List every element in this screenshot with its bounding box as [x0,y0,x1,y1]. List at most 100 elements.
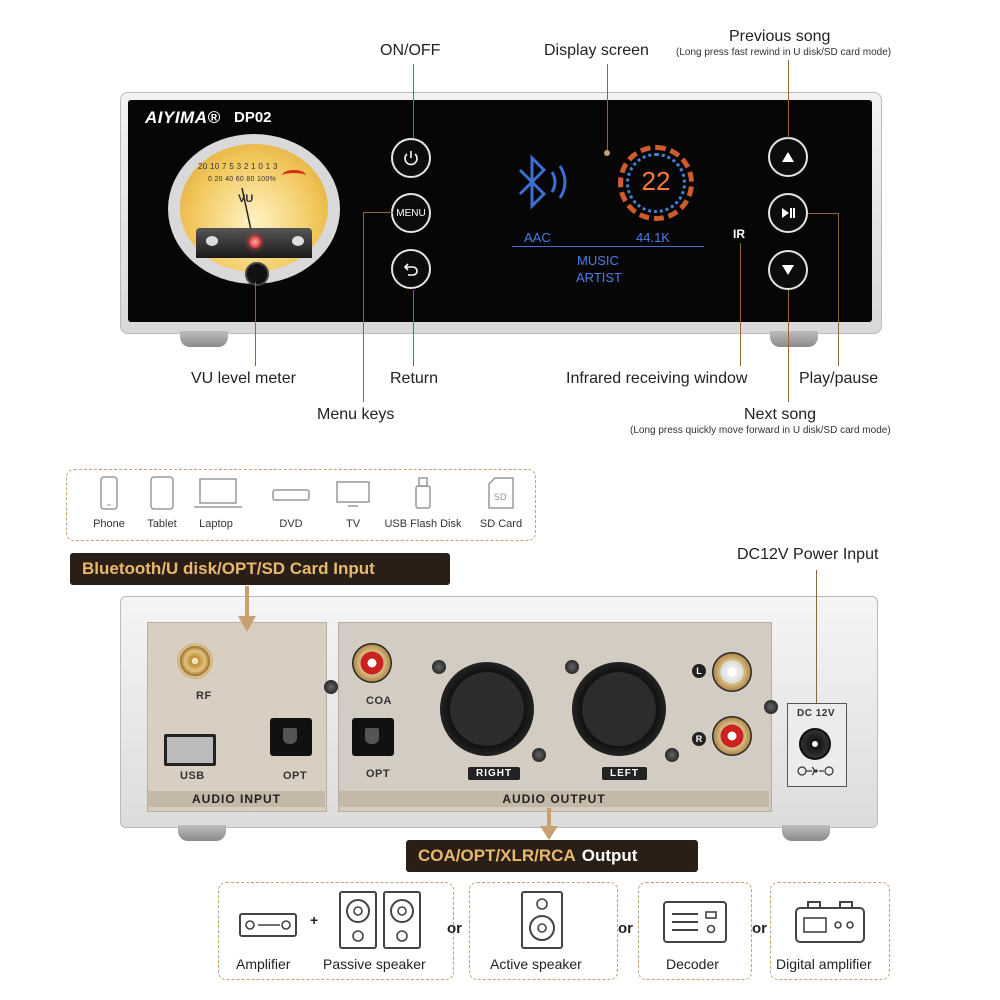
vu-adjust-knob[interactable] [245,262,269,286]
codec-label: AAC [524,230,551,245]
amplifier-icon [239,913,297,937]
brand-logo: AIYIMA® [145,108,221,127]
play-pause-icon [782,208,795,218]
dc-polarity-icon [797,766,834,776]
amplifier-label: Amplifier [236,956,291,972]
sample-rate-label: 44.1K [636,230,670,245]
or-separator: or [752,920,767,937]
label-previous-song-note: (Long press fast rewind in U disk/SD car… [676,47,892,58]
callout-line-onoff [413,64,414,138]
label-display-screen: Display screen [544,42,649,59]
vu-scale-top: 20 10 7 5 3 2 1 0 1 3 [198,162,278,171]
output-amplifier-box [218,882,454,980]
label-vu-meter: VU level meter [191,370,296,387]
xlr-right-label: RIGHT [468,767,521,780]
source-phone-label: Phone [93,518,125,530]
power-button[interactable] [391,138,431,178]
dc-power-jack[interactable] [799,728,831,760]
play-pause-button[interactable] [768,193,808,233]
output-decoder-box [638,882,752,980]
tv-icon [336,481,370,507]
source-usb-flash: USB Flash Disk [381,476,465,530]
track-title: MUSIC [577,253,619,268]
tablet-icon [150,476,174,510]
usb-port[interactable] [164,734,216,766]
vu-screw-icon [206,236,218,246]
dc-label: DC 12V [797,708,836,719]
callout-line-menu-h [363,212,393,213]
return-button[interactable] [391,249,431,289]
next-song-button[interactable] [768,250,808,290]
coaxial-output-port[interactable] [352,643,392,683]
source-sd-card: SD SD Card [478,476,524,530]
or-separator: or [618,920,633,937]
output-banner-suffix: Output [581,846,638,865]
source-tv-label: TV [345,518,361,530]
rca-left-output[interactable] [712,652,752,692]
usb-flash-icon [415,477,431,509]
audio-input-panel [147,622,327,812]
input-banner-text: Bluetooth/U disk/OPT/SD Card Input [82,559,375,578]
callout-line-previous [788,60,789,138]
back-foot-left [178,825,226,841]
opt-out-label: OPT [366,768,391,780]
source-tv: TV [334,476,372,530]
volume-value: 22 [641,166,671,196]
plus-sign: + [310,912,319,928]
optical-input-port[interactable] [270,718,312,756]
audio-output-panel [338,622,772,812]
passive-speaker-label: Passive speaker [323,956,426,972]
source-devices-box [66,469,536,541]
decoder-label: Decoder [666,956,719,972]
previous-song-button[interactable] [768,137,808,177]
xlr-right-output[interactable] [440,662,534,756]
menu-button[interactable]: MENU [391,193,431,233]
rca-right-marker: R [692,732,706,746]
track-artist: ARTIST [576,270,622,285]
audio-input-label: AUDIO INPUT [148,791,325,807]
rf-label: RF [196,690,212,702]
return-icon [403,263,418,276]
source-tablet: Tablet [142,476,182,530]
callout-line-vu [255,282,256,366]
label-on-off: ON/OFF [380,42,441,59]
callout-line-return [413,290,414,366]
svg-text:SD: SD [494,493,507,503]
source-usb-flash-label: USB Flash Disk [384,518,462,530]
optical-output-port[interactable] [352,718,394,756]
label-previous-song: Previous song [729,28,831,45]
digital-amplifier-icon [795,901,865,943]
front-foot-left [180,331,228,347]
decoder-icon [663,901,727,943]
rf-antenna-port[interactable] [177,643,213,679]
output-active-speaker-box [469,882,618,980]
power-icon [404,151,418,166]
label-menu-keys: Menu keys [317,406,395,423]
output-digital-amp-box [770,882,890,980]
rca-left-marker: L [692,664,706,678]
source-dvd: DVD [272,476,310,530]
label-play-pause: Play/pause [799,370,879,387]
label-return: Return [390,370,439,387]
xlr-left-label: LEFT [602,767,647,780]
output-banner-main: COA/OPT/XLR/RCA [418,846,576,865]
source-dvd-label: DVD [279,518,303,530]
sd-card-icon: SD [488,477,514,509]
active-speaker-icon [521,891,563,949]
input-banner: Bluetooth/U disk/OPT/SD Card Input [70,553,450,585]
or-separator: or [447,920,462,937]
phone-icon [100,476,118,510]
label-next-song: Next song [744,406,817,423]
screen-divider [512,246,704,247]
rca-right-output[interactable] [712,716,752,756]
callout-dot-display [604,150,610,156]
screw-icon [764,700,778,714]
usb-label: USB [180,770,205,782]
audio-output-label: AUDIO OUTPUT [339,791,769,807]
screw-icon [665,748,679,762]
xlr-left-output[interactable] [572,662,666,756]
vu-red-zone [282,170,306,181]
opt-in-label: OPT [283,770,308,782]
label-next-song-note: (Long press quickly move forward in U di… [630,425,891,436]
vu-led-icon [249,236,261,248]
